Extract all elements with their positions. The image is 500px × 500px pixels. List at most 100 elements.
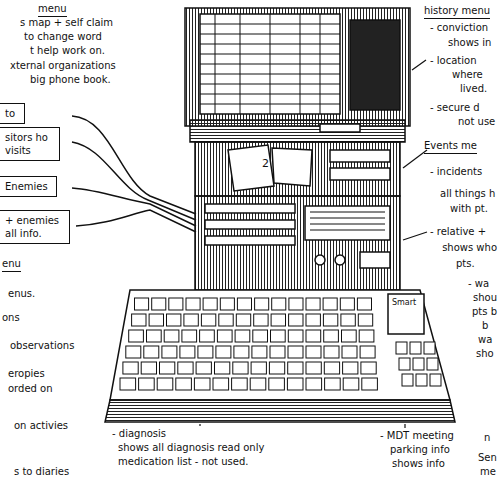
key bbox=[216, 346, 231, 358]
key bbox=[306, 346, 321, 358]
key bbox=[255, 298, 269, 310]
key bbox=[200, 330, 215, 342]
numpad-key bbox=[424, 342, 435, 354]
key bbox=[362, 378, 378, 390]
key bbox=[269, 362, 284, 374]
tower bbox=[195, 196, 400, 290]
annotation-text: t help work on. bbox=[30, 45, 105, 57]
key bbox=[169, 298, 183, 310]
key bbox=[237, 298, 251, 310]
annotation-text: lived. bbox=[460, 83, 487, 95]
key bbox=[149, 314, 163, 326]
annotation-text: - secure d bbox=[430, 102, 480, 114]
numpad-key bbox=[430, 374, 441, 386]
key bbox=[288, 362, 303, 374]
annotation-text: - incidents bbox=[430, 166, 482, 178]
annotation-text: wa bbox=[478, 334, 492, 346]
key bbox=[213, 378, 229, 390]
numpad-key bbox=[413, 358, 424, 370]
key bbox=[306, 378, 322, 390]
annotation-text: shou bbox=[473, 292, 497, 304]
annotation-text: history menu bbox=[424, 5, 490, 19]
key bbox=[340, 298, 354, 310]
key bbox=[164, 330, 179, 342]
key bbox=[254, 314, 268, 326]
key bbox=[271, 330, 286, 342]
key bbox=[234, 346, 249, 358]
key bbox=[217, 330, 232, 342]
annotation-text: shows in bbox=[448, 37, 491, 49]
annotation-text: xternal organizations bbox=[10, 60, 116, 72]
annotation-text: medication list - not used. bbox=[118, 456, 248, 468]
key bbox=[220, 298, 234, 310]
note-box: to bbox=[0, 103, 25, 124]
annotation-text: not use bbox=[458, 116, 495, 128]
key bbox=[180, 346, 195, 358]
key bbox=[135, 298, 149, 310]
key bbox=[271, 314, 285, 326]
key bbox=[219, 314, 233, 326]
annotation-text: - relative + bbox=[430, 226, 486, 238]
annotation-text: b bbox=[482, 320, 488, 332]
key bbox=[160, 362, 175, 374]
annotation-text: - MDT meeting bbox=[380, 430, 454, 442]
annotation-text: ons bbox=[2, 312, 20, 324]
key bbox=[132, 314, 146, 326]
key bbox=[178, 362, 193, 374]
key bbox=[306, 330, 321, 342]
note-box: + enemies all info. bbox=[0, 210, 70, 244]
page-number: 2 bbox=[262, 158, 269, 170]
key bbox=[323, 314, 337, 326]
key bbox=[141, 362, 156, 374]
annotation-text: menu bbox=[38, 3, 67, 17]
key bbox=[144, 346, 159, 358]
paper-tray bbox=[195, 142, 400, 196]
key bbox=[269, 378, 285, 390]
key bbox=[287, 378, 303, 390]
annotation-text: where bbox=[452, 69, 483, 81]
key bbox=[324, 346, 339, 358]
key bbox=[342, 330, 357, 342]
key bbox=[324, 362, 339, 374]
annotation-text: eropies bbox=[8, 368, 45, 380]
annotation-text: pts b bbox=[472, 306, 497, 318]
note-text: sitors ho visits bbox=[5, 131, 54, 157]
annotation-text: s map + self claim bbox=[20, 17, 113, 29]
key bbox=[250, 378, 266, 390]
annotation-text: observations bbox=[10, 340, 74, 352]
note-text: Enemies bbox=[5, 180, 51, 193]
key bbox=[120, 378, 136, 390]
key bbox=[196, 362, 211, 374]
numpad-key bbox=[427, 358, 438, 370]
leader-lines bbox=[200, 60, 427, 428]
annotation-text: - location bbox=[430, 55, 476, 67]
key bbox=[252, 346, 267, 358]
keyboard bbox=[105, 290, 455, 422]
note-text: to bbox=[5, 107, 19, 120]
key bbox=[360, 346, 375, 358]
key bbox=[233, 362, 248, 374]
key bbox=[129, 330, 144, 342]
key bbox=[235, 330, 250, 342]
key bbox=[361, 362, 376, 374]
annotation-text: sho bbox=[476, 348, 494, 360]
key bbox=[288, 330, 303, 342]
key bbox=[182, 330, 197, 342]
annotation-text: - conviction bbox=[430, 22, 488, 34]
numpad-key bbox=[410, 342, 421, 354]
key bbox=[343, 362, 358, 374]
key bbox=[203, 298, 217, 310]
key bbox=[157, 378, 173, 390]
note-box: Enemies bbox=[0, 176, 57, 197]
annotation-text: big phone book. bbox=[30, 74, 111, 86]
numpad-key bbox=[399, 358, 410, 370]
key bbox=[357, 298, 371, 310]
key bbox=[236, 314, 250, 326]
key bbox=[162, 346, 177, 358]
key bbox=[359, 330, 374, 342]
key bbox=[324, 330, 339, 342]
key bbox=[272, 298, 286, 310]
key bbox=[167, 314, 181, 326]
key bbox=[184, 314, 198, 326]
annotation-text: enu bbox=[2, 258, 21, 272]
